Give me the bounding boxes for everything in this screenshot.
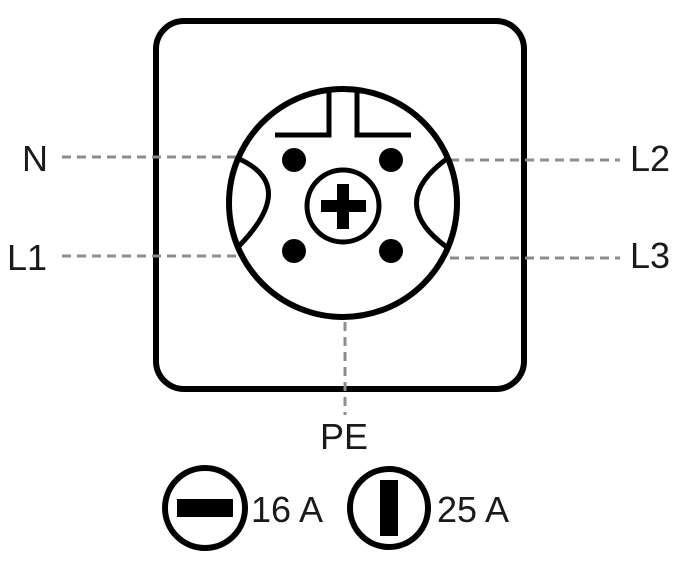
pin-l3: [379, 239, 403, 263]
rating-16a: 16 A: [251, 489, 323, 530]
label-l2: L2: [630, 138, 670, 179]
pin-l2: [379, 148, 403, 172]
vertical-bar-symbol: [347, 466, 431, 550]
label-l3: L3: [630, 235, 670, 276]
pin-l1: [282, 239, 306, 263]
right-side-curve: [414, 155, 450, 251]
pin-n: [282, 148, 306, 172]
keyway-notch: [275, 91, 411, 138]
left-side-curve: [235, 155, 271, 250]
pe-plus-vertical: [337, 184, 349, 229]
label-n: N: [22, 138, 48, 179]
horizontal-bar-symbol: [162, 465, 248, 551]
label-l1: L1: [7, 237, 47, 278]
rating-25a: 25 A: [437, 489, 509, 530]
label-pe: PE: [320, 416, 368, 457]
